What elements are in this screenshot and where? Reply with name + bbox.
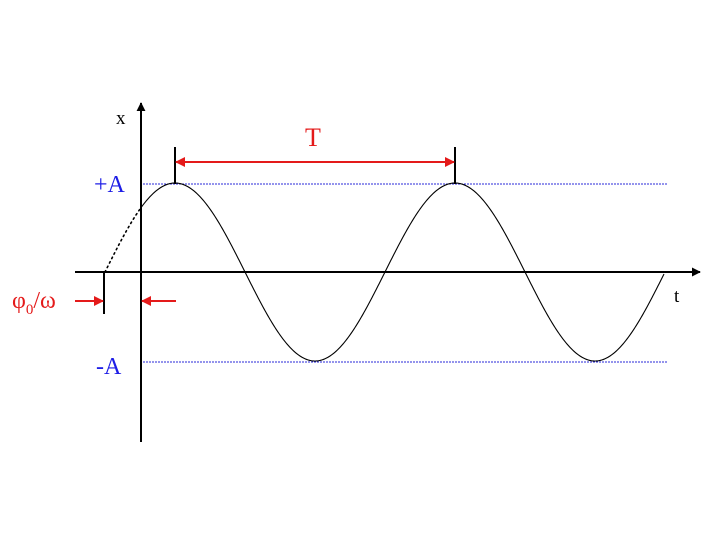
phase-offset-label: φ0/ω — [12, 288, 56, 318]
period-label: T — [305, 123, 321, 152]
vertical-axis-label: x — [116, 108, 126, 129]
horizontal-axis-label: t — [674, 286, 680, 307]
plus-amplitude-label: +A — [94, 172, 126, 198]
phase-label-rest: /ω — [33, 288, 55, 314]
sine-curve — [140, 182, 665, 362]
phase-label-subscript: 0 — [26, 302, 34, 318]
minus-amplitude-label: -A — [96, 354, 122, 380]
phase-label-main: φ — [12, 288, 26, 314]
curve-extension-dotted — [104, 206, 142, 273]
